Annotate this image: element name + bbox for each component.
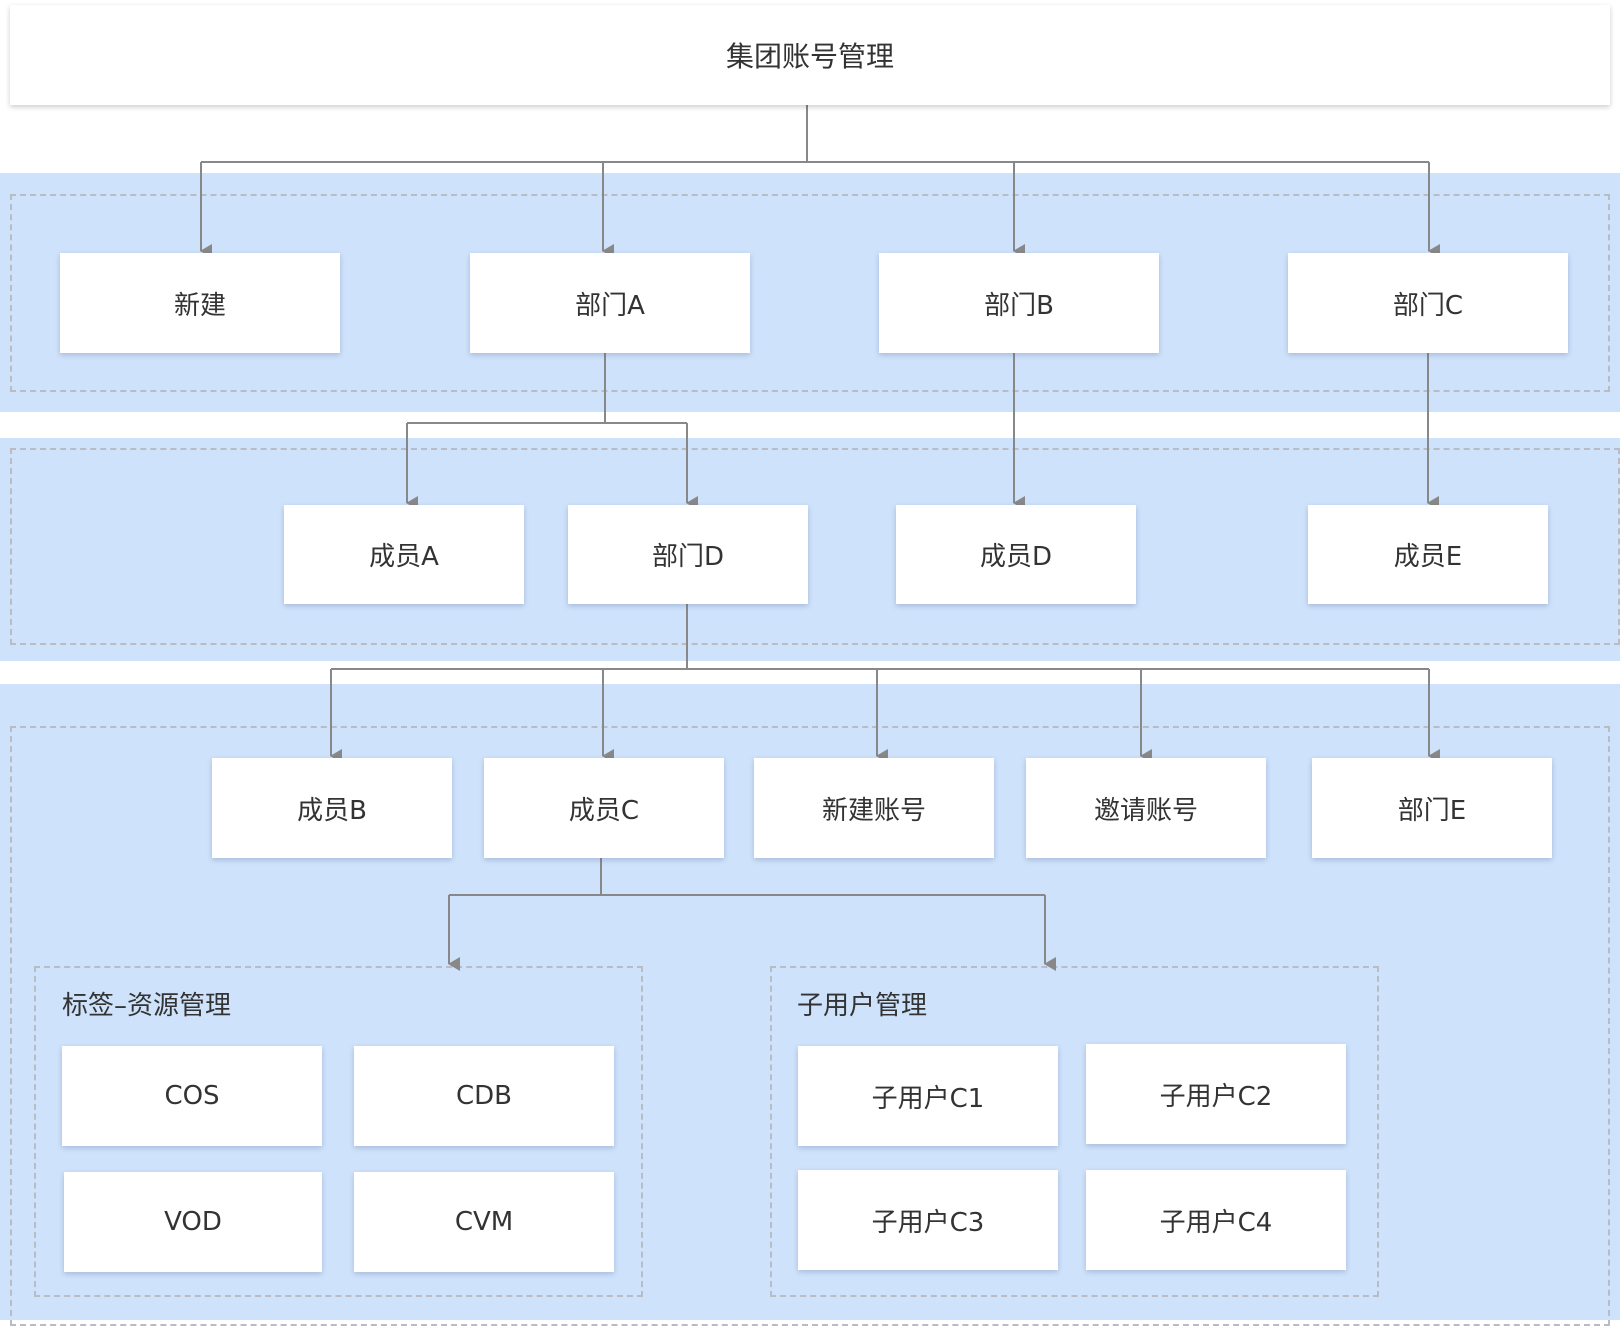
node-label: 部门A <box>575 290 645 321</box>
node-label: COS <box>164 1081 220 1111</box>
resource-cos[interactable]: COS <box>62 1046 322 1146</box>
node-label: 新建账号 <box>821 795 926 826</box>
node-member-e[interactable]: 成员E <box>1308 505 1548 604</box>
node-label: 部门B <box>984 290 1054 321</box>
node-label: 部门E <box>1397 795 1467 826</box>
node-dept-b[interactable]: 部门B <box>879 253 1159 353</box>
root-label: 集团账号管理 <box>725 40 894 73</box>
resource-cvm[interactable]: CVM <box>354 1172 614 1272</box>
level1-container <box>10 194 1610 392</box>
sub-user-title: 子用户管理 <box>797 991 928 1021</box>
node-label: 邀请账号 <box>1093 795 1198 826</box>
node-label: 子用户C1 <box>871 1083 985 1114</box>
tag-resource-group <box>34 966 643 1297</box>
node-invite-account[interactable]: 邀请账号 <box>1026 758 1266 858</box>
level2-container <box>10 448 1620 645</box>
sub-user-c2[interactable]: 子用户C2 <box>1086 1044 1346 1144</box>
node-new[interactable]: 新建 <box>60 253 340 353</box>
resource-vod[interactable]: VOD <box>64 1172 322 1272</box>
resource-cdb[interactable]: CDB <box>354 1046 614 1146</box>
sub-user-c1[interactable]: 子用户C1 <box>798 1046 1058 1146</box>
sub-user-c3[interactable]: 子用户C3 <box>798 1170 1058 1270</box>
node-label: VOD <box>164 1207 222 1237</box>
node-dept-e[interactable]: 部门E <box>1312 758 1552 858</box>
node-label: 成员B <box>297 795 367 826</box>
node-member-a[interactable]: 成员A <box>284 505 524 604</box>
node-label: 部门C <box>1392 290 1464 321</box>
node-label: CDB <box>455 1081 512 1111</box>
node-label: 部门D <box>651 542 725 572</box>
node-label: 子用户C3 <box>871 1207 985 1238</box>
node-member-b[interactable]: 成员B <box>212 758 452 858</box>
root-node[interactable]: 集团账号管理 <box>10 5 1610 105</box>
node-dept-a[interactable]: 部门A <box>470 253 750 353</box>
node-label: 子用户C4 <box>1159 1207 1273 1238</box>
node-label: 成员A <box>369 542 439 572</box>
node-label: 成员E <box>1393 542 1463 572</box>
node-dept-c[interactable]: 部门C <box>1288 253 1568 353</box>
node-label: 成员C <box>568 795 640 826</box>
node-label: 成员D <box>979 542 1053 572</box>
sub-user-group <box>770 966 1379 1297</box>
node-member-d[interactable]: 成员D <box>896 505 1136 604</box>
tag-resource-title: 标签–资源管理 <box>62 991 232 1021</box>
node-member-c[interactable]: 成员C <box>484 758 724 858</box>
sub-user-c4[interactable]: 子用户C4 <box>1086 1170 1346 1270</box>
node-label: 新建 <box>173 290 226 321</box>
node-label: CVM <box>454 1207 514 1237</box>
node-new-account[interactable]: 新建账号 <box>754 758 994 858</box>
node-label: 子用户C2 <box>1159 1081 1273 1112</box>
node-dept-d[interactable]: 部门D <box>568 505 808 604</box>
